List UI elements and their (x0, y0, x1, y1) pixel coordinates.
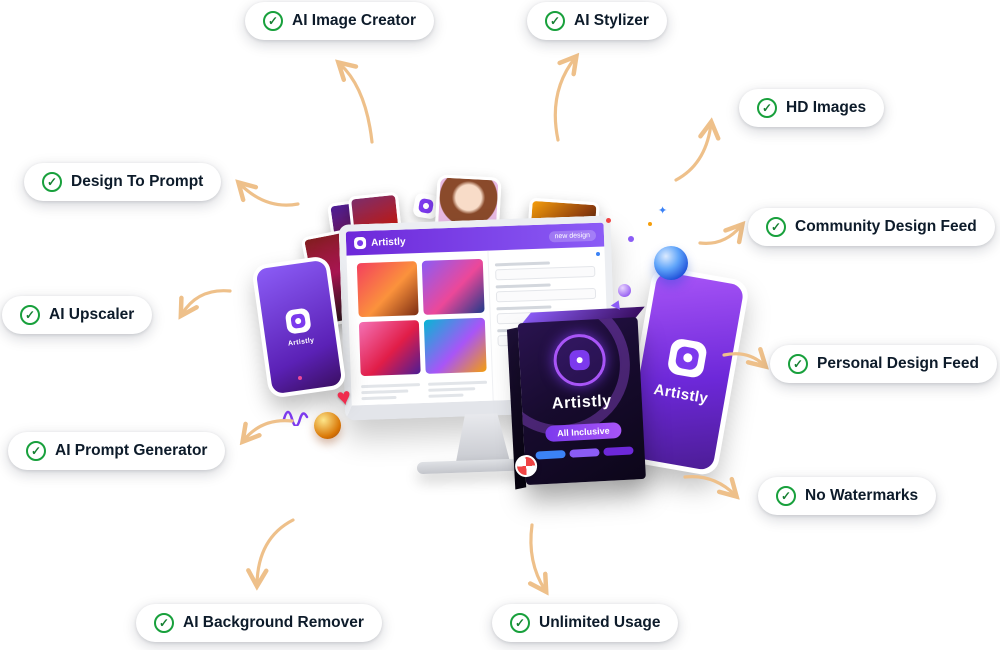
feature-badge-unlimited-usage: ✓ Unlimited Usage (492, 604, 679, 642)
app-title: Artistly (370, 235, 406, 249)
camera-icon (674, 344, 701, 371)
sparkle-icon: ✦ (658, 205, 668, 217)
feature-label: HD Images (786, 99, 867, 116)
feature-badge-ai-image-creator: ✓ AI Image Creator (245, 2, 435, 40)
confetti-dot (606, 218, 611, 223)
check-icon: ✓ (757, 98, 777, 118)
confetti-dot (648, 222, 652, 226)
generated-image-gallery (347, 251, 493, 406)
sphere-decoration (654, 246, 688, 280)
check-icon: ✓ (42, 172, 62, 192)
check-icon: ✓ (263, 11, 283, 31)
feature-chip (603, 446, 634, 456)
box-title: Artistly (551, 392, 613, 413)
feature-label: AI Upscaler (49, 306, 135, 323)
sphere-decoration (618, 284, 631, 297)
box-front: Artistly All Inclusive (517, 317, 646, 486)
feature-badge-personal-design-feed: ✓ Personal Design Feed (770, 345, 997, 383)
feature-label: AI Prompt Generator (55, 442, 208, 459)
all-inclusive-ribbon: All Inclusive (544, 422, 623, 443)
artistly-logo-icon (353, 236, 367, 250)
feature-label: Personal Design Feed (817, 355, 979, 372)
sphere-decoration (314, 412, 341, 439)
phone-app-title: Artistly (287, 336, 315, 348)
camera-icon (417, 197, 435, 215)
feature-badge-ai-prompt-generator: ✓ AI Prompt Generator (8, 432, 226, 470)
feature-label: Design To Prompt (71, 173, 204, 190)
generated-image-tile (424, 317, 487, 374)
feature-badge-no-watermarks: ✓ No Watermarks (758, 477, 937, 515)
camera-icon (290, 312, 307, 329)
feature-label: AI Image Creator (292, 12, 417, 29)
feature-chip (569, 448, 600, 458)
feature-label: AI Stylizer (574, 12, 649, 29)
check-icon: ✓ (20, 305, 40, 325)
feature-badge-ai-stylizer: ✓ AI Stylizer (527, 2, 667, 40)
check-icon: ✓ (766, 217, 786, 237)
check-icon: ✓ (154, 613, 174, 633)
feature-badge-design-to-prompt: ✓ Design To Prompt (24, 163, 222, 201)
software-box: Artistly All Inclusive (506, 306, 651, 493)
confetti-dot (628, 236, 634, 242)
generated-image-tile (358, 320, 421, 377)
feature-badge-community-design-feed: ✓ Community Design Feed (748, 208, 995, 246)
feature-label: AI Background Remover (183, 614, 364, 631)
check-icon: ✓ (545, 11, 565, 31)
check-icon: ✓ (776, 486, 796, 506)
feature-badge-hd-images: ✓ HD Images (739, 89, 885, 127)
check-icon: ✓ (26, 441, 46, 461)
squiggle-decoration (282, 410, 309, 426)
monitor-stand (454, 413, 510, 463)
tablet-app-title: Artistly (652, 380, 710, 407)
feature-label: No Watermarks (805, 487, 919, 504)
artistly-logo-icon (666, 336, 709, 379)
phone-screen: Artistly (255, 259, 343, 395)
feature-badge-ai-background-remover: ✓ AI Background Remover (136, 604, 382, 642)
feature-badge-ai-upscaler: ✓ AI Upscaler (2, 296, 153, 334)
feature-chips (535, 446, 634, 460)
check-icon: ✓ (788, 354, 808, 374)
feature-label: Community Design Feed (795, 218, 977, 235)
generated-image-tile (356, 261, 419, 318)
confetti-dot (596, 252, 600, 256)
check-icon: ✓ (510, 613, 530, 633)
artistly-ring-logo-icon (552, 332, 607, 388)
camera-icon (569, 349, 591, 371)
confetti-dot (298, 376, 302, 380)
feature-label: Unlimited Usage (539, 614, 661, 631)
placeholder-text (361, 378, 487, 403)
artistly-logo-icon (284, 307, 312, 335)
generated-image-tile (422, 258, 485, 315)
new-design-label: new design (548, 229, 597, 242)
feature-chip (535, 449, 566, 460)
